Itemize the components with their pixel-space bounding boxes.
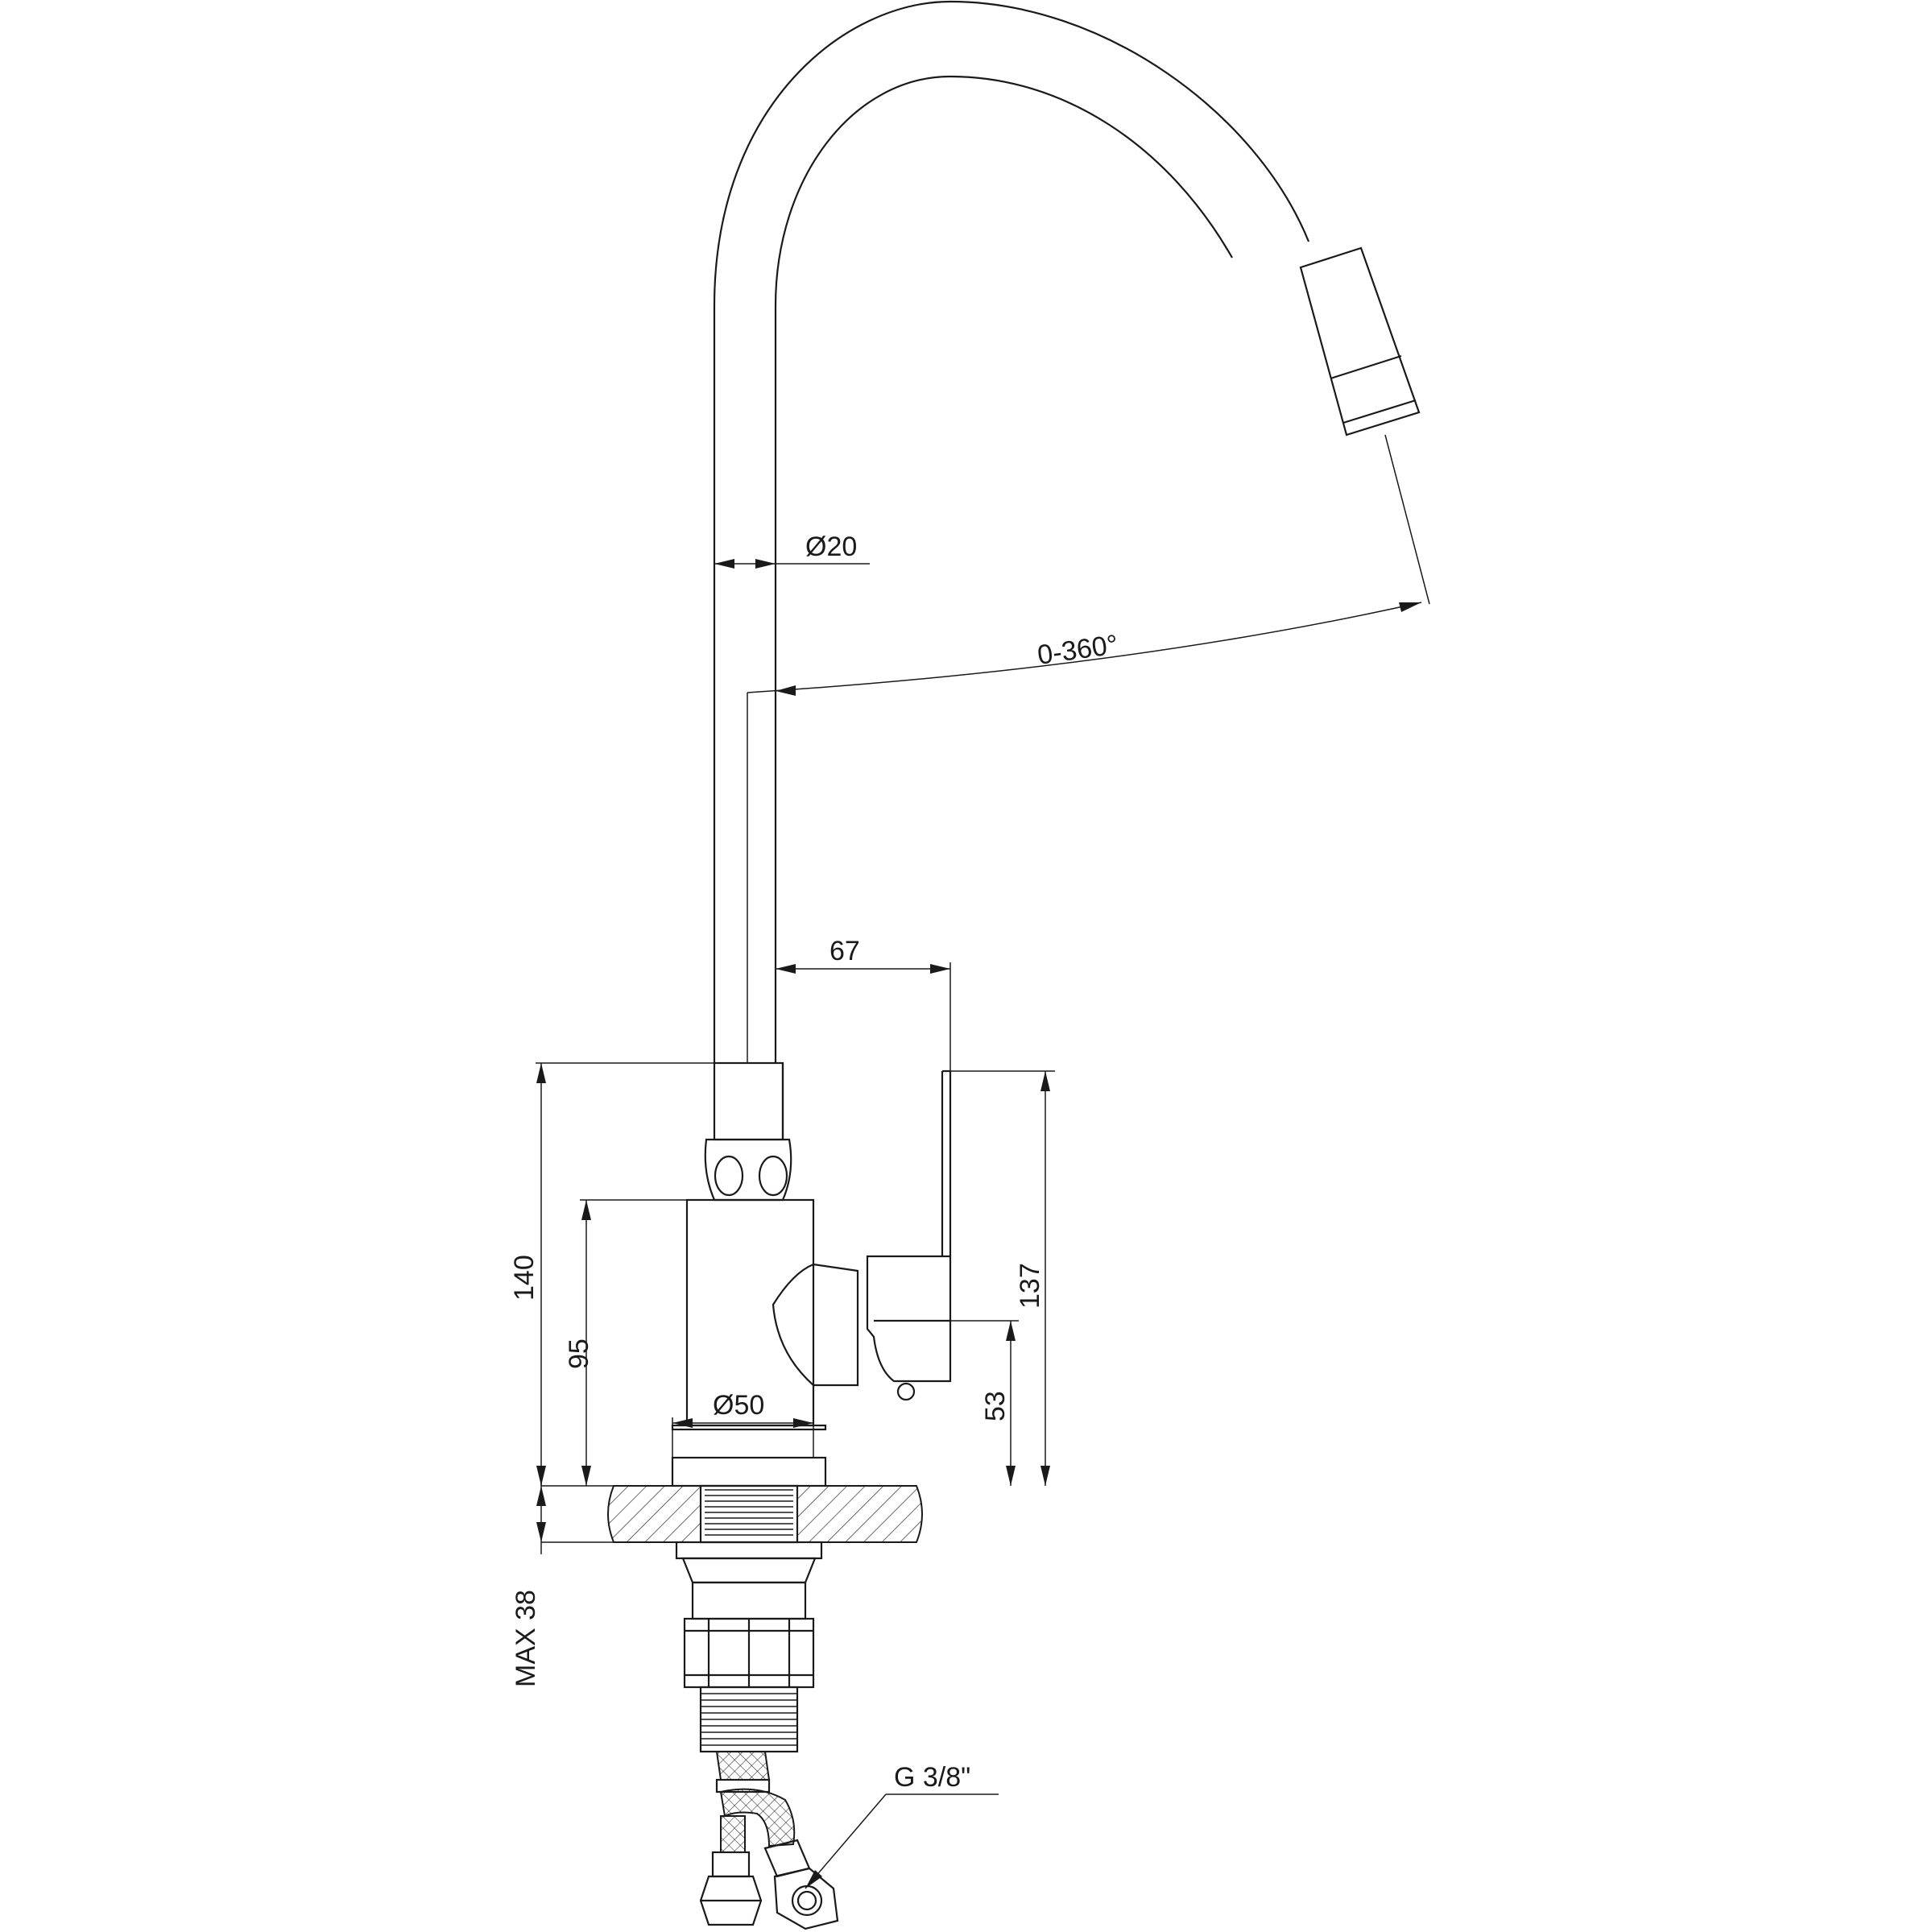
label-body-height: 95 (564, 1338, 594, 1369)
label-spout-diameter: Ø20 (805, 532, 857, 562)
flexible-hose (715, 1751, 796, 1853)
callout-hose-thread: G 3/8" (805, 1762, 999, 1889)
handle-lever (772, 1069, 952, 1401)
label-handle-tip-height: 53 (980, 1391, 1011, 1421)
dimension-base-diameter: Ø50 (672, 1390, 814, 1458)
threaded-shank (699, 1484, 799, 1544)
dimension-total-height: 140 (509, 1062, 714, 1486)
dimension-handle-reach: 67 (776, 936, 951, 1071)
fixing-nut (675, 1541, 823, 1689)
dimension-body-height: 95 (564, 1199, 687, 1486)
label-swivel-range: 0-360° (1036, 629, 1120, 671)
label-total-height: 140 (509, 1255, 540, 1301)
label-handle-height: 137 (1015, 1263, 1045, 1309)
label-base-diameter: Ø50 (713, 1390, 764, 1421)
spout (713, 0, 1310, 1063)
threaded-tailpiece (699, 1686, 799, 1753)
label-handle-reach: 67 (829, 936, 860, 966)
dimension-counter-thickness: MAX 38 (511, 1474, 614, 1687)
label-hose-thread: G 3/8" (894, 1762, 970, 1793)
base-flange (671, 1424, 827, 1487)
faucet-body (685, 1061, 815, 1427)
dimension-handle-height: 137 (950, 1070, 1055, 1486)
spout-nozzle (1299, 246, 1421, 436)
dimension-spout-diameter: Ø20 (714, 532, 870, 569)
dimension-handle-tip-height: 53 (950, 1320, 1019, 1486)
countertop-section (607, 1484, 923, 1544)
hose-nuts (699, 1839, 839, 1930)
label-counter-thickness: MAX 38 (511, 1590, 541, 1687)
shank-threads (705, 1489, 793, 1536)
